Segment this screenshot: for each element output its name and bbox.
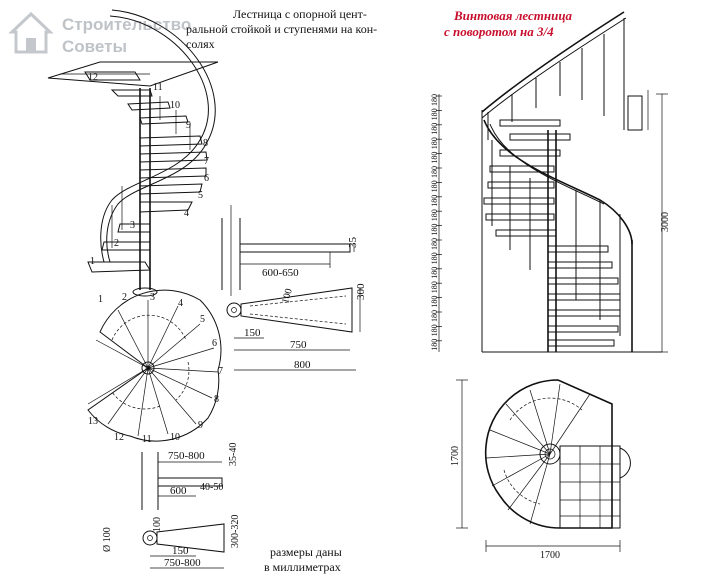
plan-step-6: 6 xyxy=(212,338,217,349)
dim-600-b: 600 xyxy=(170,485,187,497)
house-icon xyxy=(8,11,54,54)
riser-label: 180 xyxy=(430,324,439,336)
plan-step-8: 8 xyxy=(214,394,219,405)
riser-label: 180 xyxy=(430,281,439,293)
right-title-line-2: с поворотом на 3/4 xyxy=(444,24,554,39)
dim-diameter-100: Ø 100 xyxy=(102,527,113,552)
riser-label: 180 xyxy=(430,310,439,322)
elev-step-5: 5 xyxy=(198,190,203,201)
left-title: Лестница с опорной цент- ральной стойкой… xyxy=(186,7,377,51)
dim-750-800-a: 750-800 xyxy=(168,450,205,462)
units-note: размеры даны в миллиметрах xyxy=(264,545,342,574)
right-title-line-1: Винтовая лестница xyxy=(453,8,573,23)
watermark-line2: Советы xyxy=(62,37,127,56)
console-detail-top: 35 600-650 300 100 150 750 800 xyxy=(221,205,367,371)
left-title-line-1: Лестница с опорной цент- xyxy=(233,7,367,21)
dim-300: 300 xyxy=(355,283,367,300)
riser-dimension-column: 180 180 180 180 180 180 180 180 180 180 180 180 180 1… xyxy=(430,94,442,352)
riser-label: 180 xyxy=(430,296,439,308)
dim-40-50: 40-50 xyxy=(200,482,223,493)
riser-label: 180 xyxy=(430,108,439,120)
plan-width-dimension: 1700 xyxy=(540,550,560,561)
elev-step-10: 10 xyxy=(170,100,180,111)
dim-35-40: 35-40 xyxy=(228,443,239,466)
elev-step-12: 12 xyxy=(88,72,98,83)
dim-100-bottom: 100 xyxy=(152,517,163,532)
dim-300-320: 300-320 xyxy=(230,515,241,548)
left-title-line-2: ральной стойкой и ступенями на кон- xyxy=(186,22,377,36)
riser-label: 180 xyxy=(430,224,439,236)
riser-label: 180 xyxy=(430,123,439,135)
dim-150-top: 150 xyxy=(244,327,261,339)
right-plan-drawing: 1700 1700 xyxy=(450,379,631,561)
elev-step-8: 8 xyxy=(203,138,208,149)
left-plan-drawing: 1 2 3 4 5 6 7 8 9 10 11 12 13 xyxy=(87,289,223,445)
riser-label: 180 xyxy=(430,267,439,279)
plan-depth-dimension: 1700 xyxy=(450,446,461,466)
watermark: Строительство Советы xyxy=(8,11,191,56)
plan-step-12: 12 xyxy=(114,432,124,443)
left-title-line-3: солях xyxy=(186,37,215,51)
riser-label: 180 xyxy=(430,195,439,207)
dim-150-bottom: 150 xyxy=(172,545,189,557)
console-detail-bottom: 750-800 35-40 600 40-50 Ø 100 100 300-32… xyxy=(102,443,241,569)
riser-label: 180 xyxy=(430,180,439,192)
right-elevation-drawing: 3000 xyxy=(481,11,671,353)
dim-35: 35 xyxy=(347,237,359,249)
plan-step-11: 11 xyxy=(142,434,152,445)
plan-step-13: 13 xyxy=(88,416,98,427)
elev-step-6: 6 xyxy=(204,173,209,184)
plan-step-4: 4 xyxy=(178,298,183,309)
watermark-line1: Строительство xyxy=(62,15,191,34)
elev-step-11: 11 xyxy=(153,82,163,93)
elev-step-3: 3 xyxy=(130,220,135,231)
plan-step-1: 1 xyxy=(98,294,103,305)
right-title: Винтовая лестница с поворотом на 3/4 xyxy=(444,8,573,39)
dim-750-top: 750 xyxy=(290,339,307,351)
riser-label: 180 xyxy=(430,252,439,264)
dim-800: 800 xyxy=(294,359,311,371)
elev-step-2: 2 xyxy=(114,238,119,249)
riser-label: 180 xyxy=(430,339,439,351)
elev-step-7: 7 xyxy=(204,156,209,167)
plan-step-9: 9 xyxy=(198,420,203,431)
riser-label: 180 xyxy=(430,94,439,106)
riser-label: 180 xyxy=(430,238,439,250)
riser-label: 180 xyxy=(430,166,439,178)
elev-step-1: 1 xyxy=(90,256,95,267)
plan-step-10: 10 xyxy=(170,432,180,443)
plan-step-7: 7 xyxy=(218,366,223,377)
riser-label: 180 xyxy=(430,209,439,221)
plan-step-3: 3 xyxy=(150,292,155,303)
left-elevation-drawing: 12 11 10 9 8 7 6 5 4 3 2 1 xyxy=(47,9,219,297)
units-note-line-2: в миллиметрах xyxy=(264,560,341,574)
units-note-line-1: размеры даны xyxy=(270,545,342,559)
riser-label: 180 xyxy=(430,137,439,149)
riser-label: 180 xyxy=(430,152,439,164)
dim-600-650: 600-650 xyxy=(262,267,299,279)
dim-750-800-b: 750-800 xyxy=(164,557,201,569)
dim-100-top: 100 xyxy=(280,287,295,304)
plan-step-2: 2 xyxy=(122,292,127,303)
elev-step-9: 9 xyxy=(186,120,191,131)
elev-step-4: 4 xyxy=(184,208,189,219)
height-dimension: 3000 xyxy=(660,212,671,232)
plan-step-5: 5 xyxy=(200,314,205,325)
